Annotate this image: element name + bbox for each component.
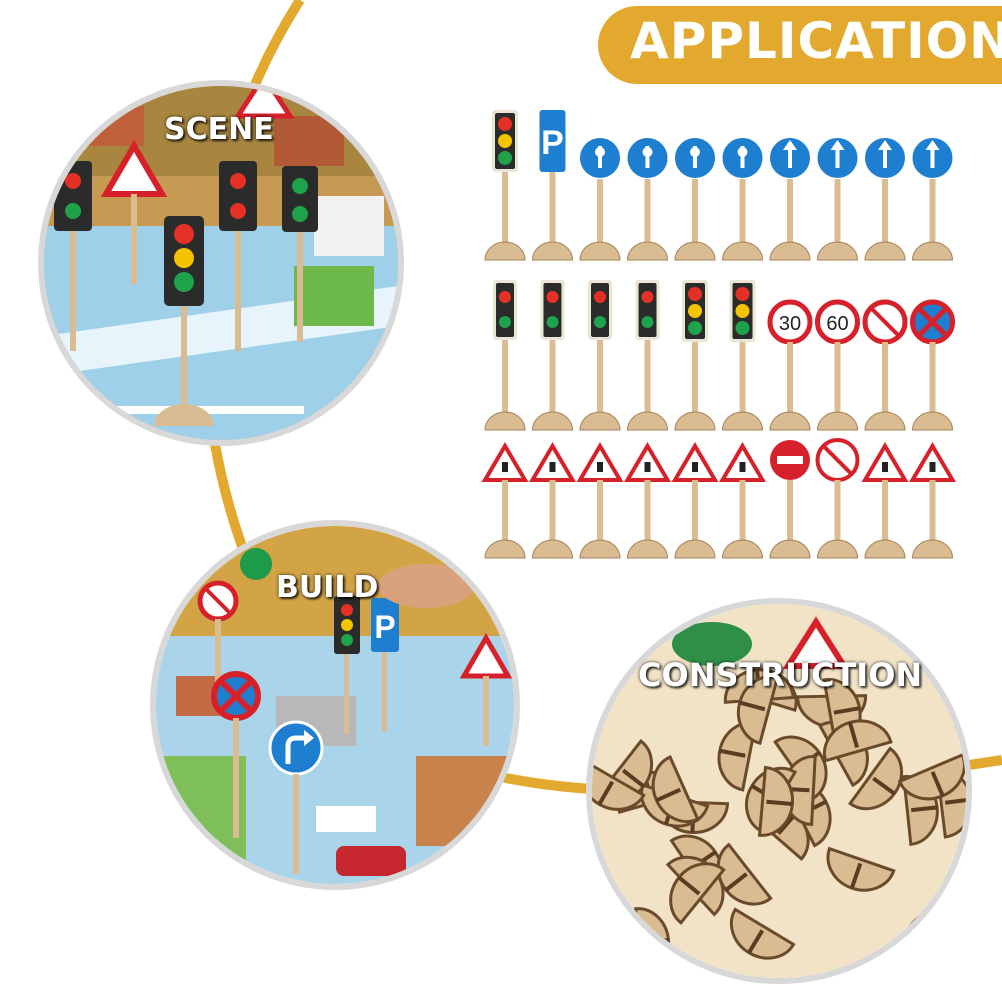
pedestrian-light-icon [484, 280, 526, 431]
turn-left-sign-icon [815, 136, 860, 261]
speed-limit-value: 30 [779, 313, 801, 335]
wood-stand-piece [716, 842, 773, 906]
build-label: BUILD [276, 570, 379, 605]
traffic-light-icon [674, 280, 716, 431]
warning-sign-icon [529, 442, 576, 559]
warning-sign-icon [576, 442, 624, 559]
roundabout-sign-icon [240, 548, 272, 580]
no-horn-sign-icon [197, 580, 239, 699]
wood-stand-piece [669, 862, 726, 925]
construction-label: CONSTRUCTION [638, 656, 923, 694]
no-stopping-sign-icon [910, 299, 955, 431]
wood-stand-piece [592, 759, 646, 811]
wood-stand-piece [651, 755, 700, 823]
wood-stand-piece [729, 907, 796, 960]
wood-stand-piece [848, 746, 904, 811]
warning-sign-icon [909, 442, 956, 559]
warning-sign-icon [481, 442, 529, 559]
header-banner [598, 6, 1002, 84]
round-sign-icon [672, 622, 752, 666]
turn-right-sign-icon [268, 720, 324, 874]
pedestrian-light-icon [282, 166, 318, 342]
traffic-light-icon [334, 596, 360, 734]
traffic-light-icon [154, 216, 214, 426]
parking-letter: P [541, 124, 564, 162]
svg-text:P: P [374, 609, 395, 645]
wood-stand-piece [736, 675, 780, 745]
wood-stand-piece [826, 846, 896, 892]
bicycle-sign-icon [720, 136, 765, 261]
wood-stand-piece [757, 765, 795, 837]
warning-sign-icon [861, 442, 909, 559]
hand-icon [378, 564, 474, 608]
pedestrian-light-icon [531, 280, 574, 431]
sign-grid: P 30 60 [481, 110, 956, 559]
wood-stand-piece [823, 719, 893, 763]
parking-sign-icon: P [531, 110, 574, 261]
build-panel: P [150, 520, 520, 890]
warning-sign-icon [719, 442, 766, 559]
fork-arrow-sign-icon [768, 136, 812, 261]
wood-stand-piece [897, 752, 966, 801]
page-title: APPLICATION [630, 12, 1002, 70]
speed-limit-value: 60 [826, 313, 848, 335]
no-entry-sign-icon [769, 440, 811, 559]
warning-sign-icon [671, 442, 719, 559]
warning-sign-icon [782, 616, 850, 669]
straight-arrow-sign-icon [863, 136, 907, 261]
bus-sign-icon [578, 136, 622, 261]
warning-sign-icon [624, 442, 671, 559]
warning-sign-icon [233, 86, 295, 119]
warning-sign-icon [100, 140, 168, 284]
no-stopping-sign-icon [211, 671, 261, 838]
pedestrian-sign-icon [625, 136, 670, 261]
no-horn-sign-icon [862, 299, 908, 431]
pedestrian-light-icon [219, 161, 257, 351]
scene-label: SCENE [164, 112, 274, 147]
no-pedestrians-sign-icon [815, 438, 860, 559]
pedestrian-light-icon [579, 280, 621, 431]
speed-limit-60-sign-icon: 60 [815, 299, 860, 431]
pedestrian-light-icon [626, 280, 669, 431]
speed-limit-30-sign-icon: 30 [767, 299, 813, 431]
traffic-light-icon [484, 110, 526, 261]
roundabout-sign-icon [673, 136, 717, 261]
traffic-light-icon [721, 280, 764, 431]
warning-sign-icon [459, 633, 513, 746]
parking-sign-icon: P [371, 598, 399, 732]
turn-right-sign-icon [910, 136, 955, 261]
